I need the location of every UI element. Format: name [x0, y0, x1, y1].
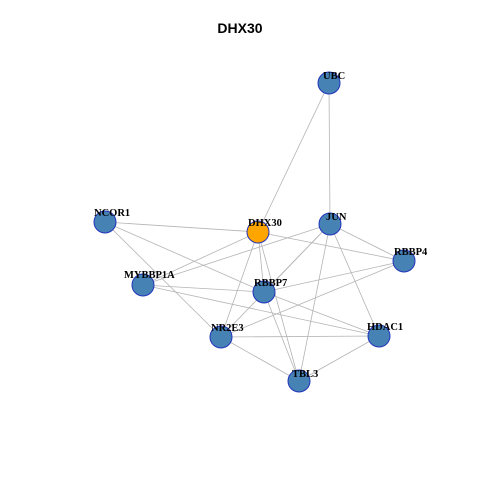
node-label-ncor1: NCOR1: [94, 208, 130, 219]
edge-ncor1-dhx30: [104, 221, 259, 233]
node-layer: [93, 71, 416, 393]
edge-nr2e3-tbl3: [220, 336, 300, 382]
edge-jun-rbbp7: [263, 223, 331, 293]
node-nr2e3[interactable]: [209, 325, 233, 349]
edge-ncor1-rbbp7: [104, 221, 265, 293]
edge-mybbp1a-hdac1: [142, 284, 380, 337]
edge-rbbp4-rbbp7: [263, 260, 405, 293]
node-dhx30[interactable]: [246, 220, 270, 244]
node-label-mybbp1a: MYBBP1A: [124, 270, 175, 281]
node-label-rbbp7: RBBP7: [254, 278, 287, 289]
edge-jun-mybbp1a: [142, 223, 331, 286]
edge-jun-hdac1: [329, 223, 380, 337]
edge-dhx30-rbbp4: [257, 231, 405, 262]
node-ncor1[interactable]: [93, 210, 117, 234]
edge-rbbp4-nr2e3: [220, 260, 405, 338]
edge-ncor1-nr2e3: [104, 221, 222, 338]
edge-nr2e3-hdac1: [220, 335, 380, 338]
edge-ubc-dhx30: [257, 82, 330, 233]
node-label-nr2e3: NR2E3: [211, 323, 244, 334]
edge-rbbp7-hdac1: [263, 291, 380, 337]
edge-mybbp1a-rbbp7: [142, 284, 265, 293]
node-label-tbl3: TBL3: [292, 369, 318, 380]
edge-jun-tbl3: [298, 223, 331, 382]
graph-title: DHX30: [217, 20, 263, 36]
edge-dhx30-tbl3: [257, 231, 300, 382]
node-tbl3[interactable]: [287, 369, 311, 393]
node-hdac1[interactable]: [367, 324, 391, 348]
node-label-hdac1: HDAC1: [367, 322, 403, 333]
node-rbbp4[interactable]: [392, 249, 416, 273]
node-label-ubc: UBC: [323, 71, 345, 82]
edge-hdac1-tbl3: [298, 335, 380, 382]
edge-layer: [104, 82, 405, 382]
node-jun[interactable]: [318, 212, 342, 236]
node-mybbp1a[interactable]: [131, 273, 155, 297]
node-label-jun: JUN: [326, 212, 347, 223]
node-label-rbbp4: RBBP4: [394, 247, 428, 258]
node-ubc[interactable]: [317, 71, 341, 95]
edge-jun-rbbp4: [329, 223, 405, 262]
edge-dhx30-mybbp1a: [142, 231, 259, 286]
node-label-dhx30: DHX30: [248, 218, 282, 229]
edge-ubc-jun: [328, 82, 331, 225]
node-rbbp7[interactable]: [252, 280, 276, 304]
edge-dhx30-nr2e3: [220, 231, 259, 338]
